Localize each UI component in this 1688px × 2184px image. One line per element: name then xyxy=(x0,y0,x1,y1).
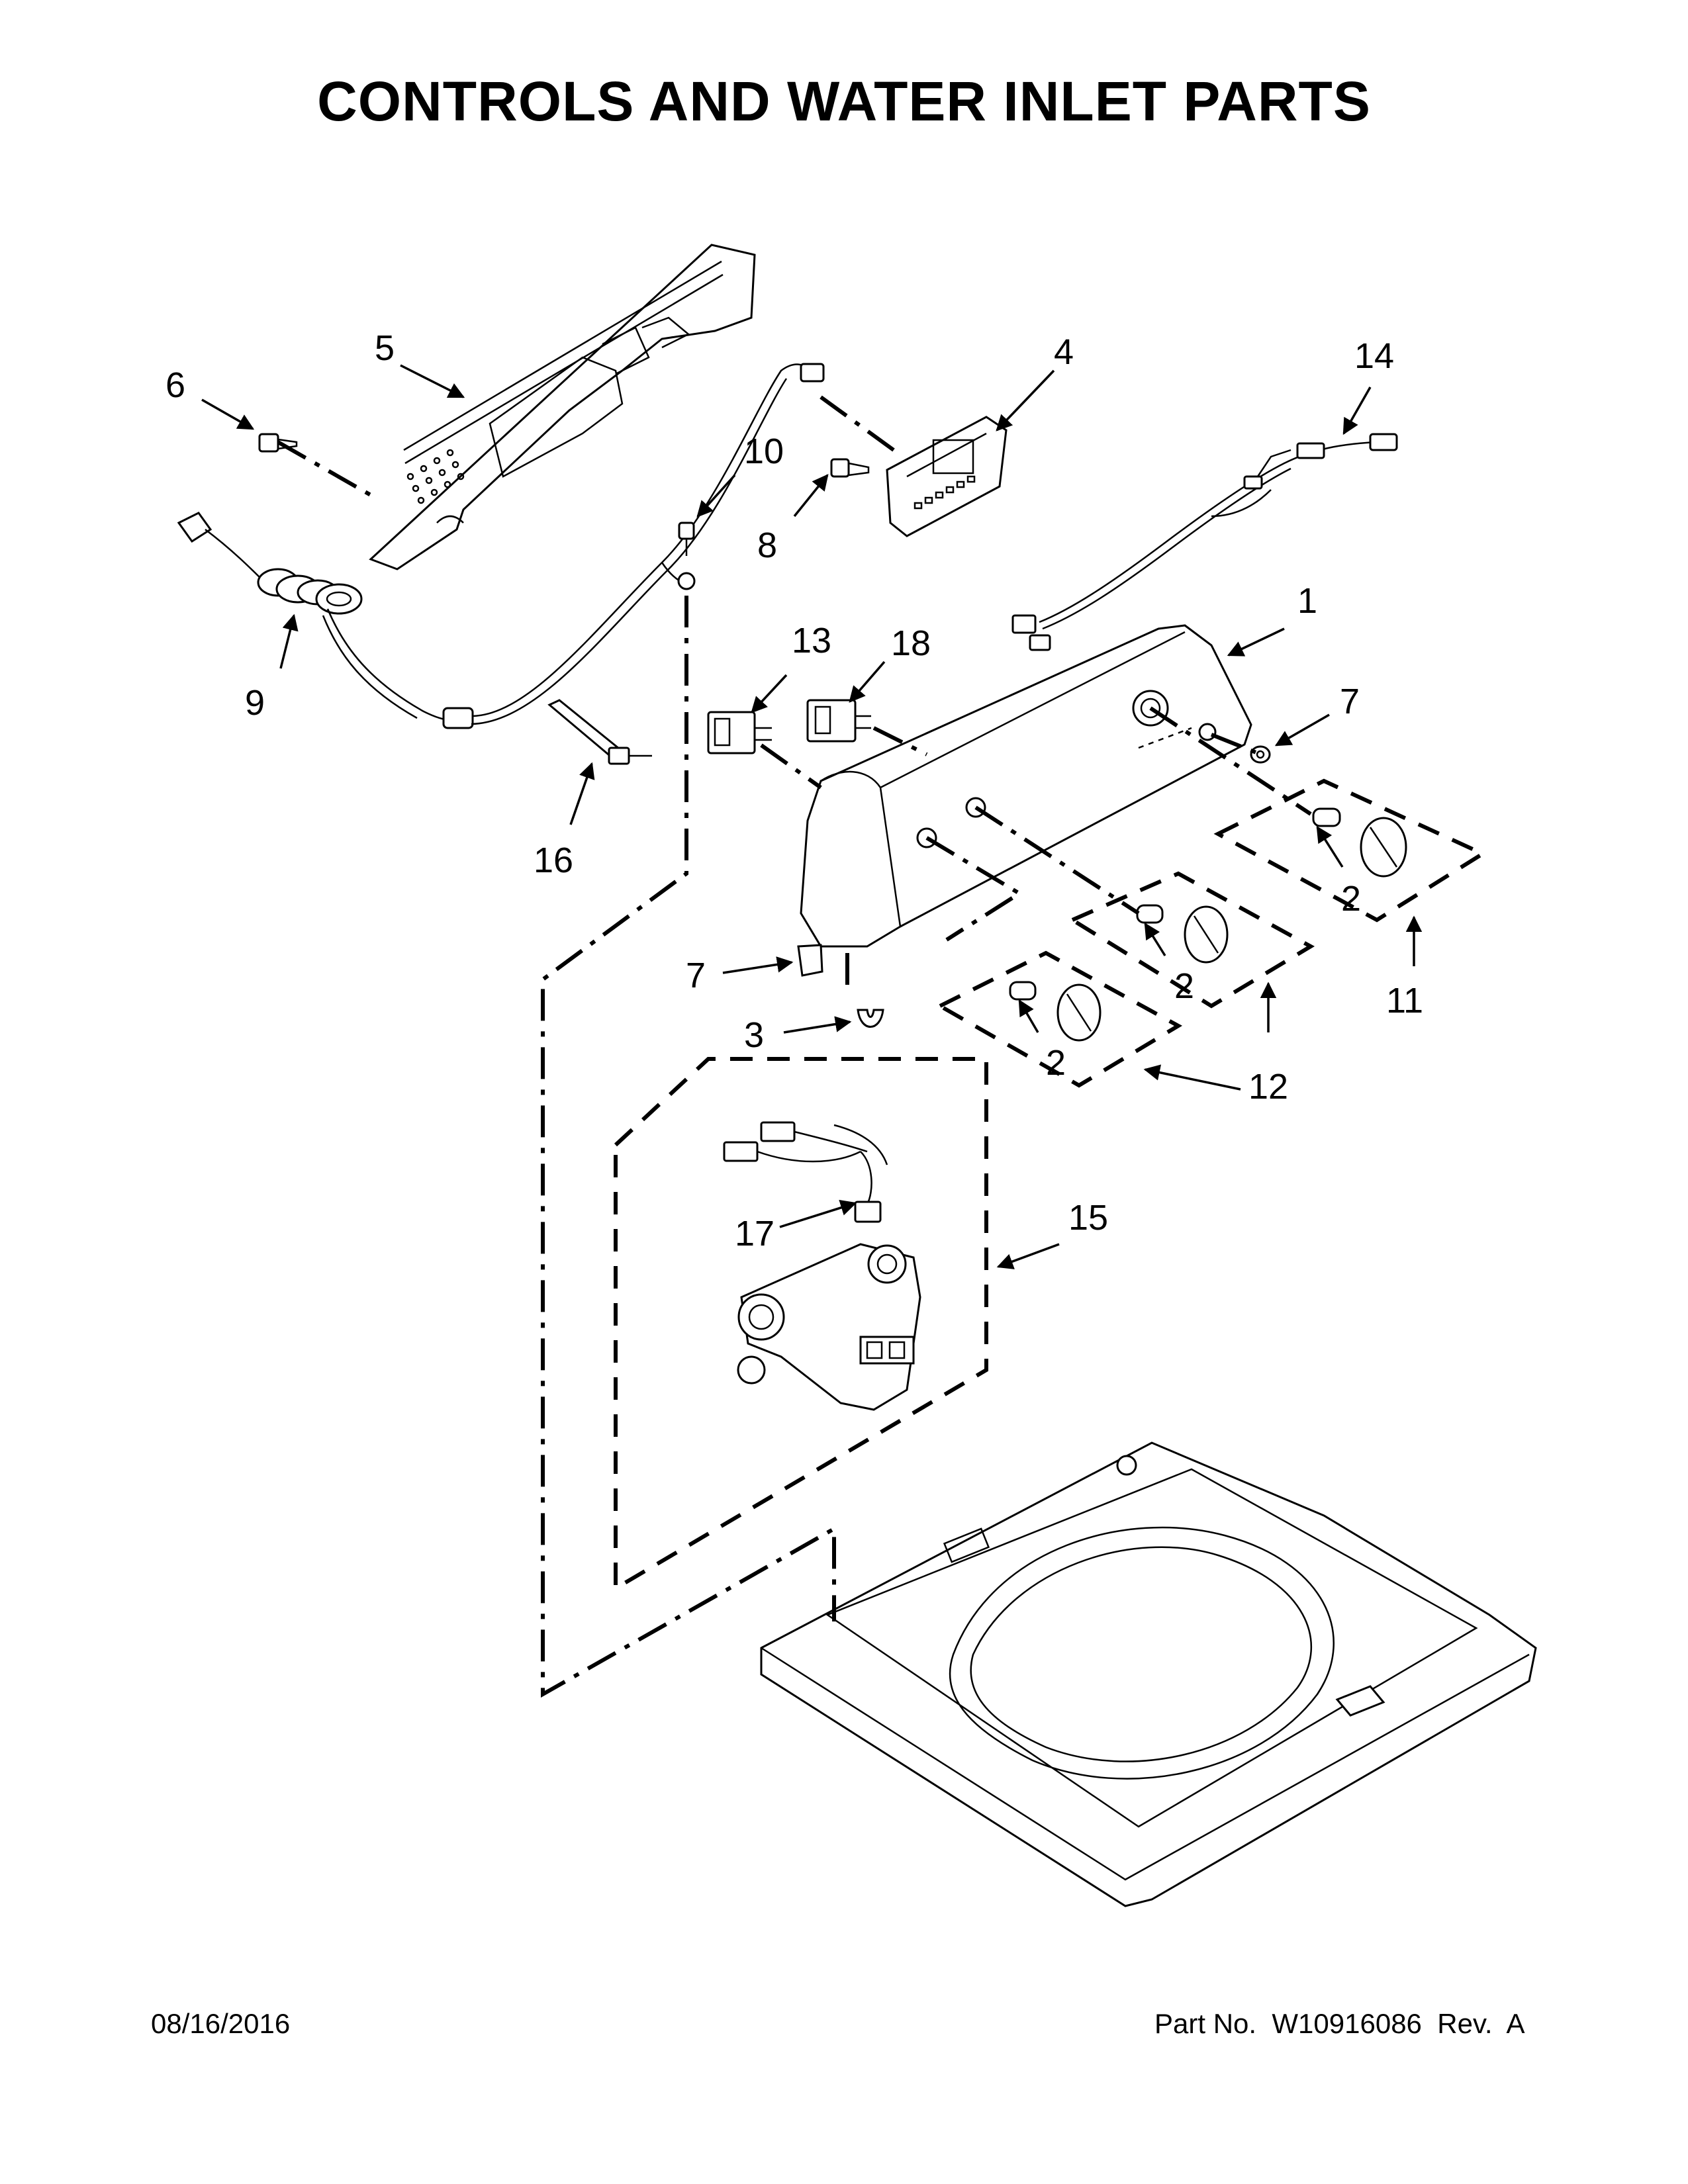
washer-top xyxy=(760,1441,1537,1907)
callout-2-middle: 2 xyxy=(1174,966,1194,1006)
control-board-part-4 xyxy=(886,416,1008,537)
callout-3: 3 xyxy=(744,1015,764,1055)
callout-1: 1 xyxy=(1297,581,1317,621)
rev-value: A xyxy=(1506,2008,1525,2039)
page-title: CONTROLS AND WATER INLET PARTS xyxy=(317,70,1371,132)
switch-part-18 xyxy=(806,699,871,743)
callout-10: 10 xyxy=(744,432,784,471)
callout-5: 5 xyxy=(375,328,395,368)
part-number: W10916086 xyxy=(1272,2008,1422,2039)
callout-6: 6 xyxy=(165,365,185,405)
callout-4: 4 xyxy=(1054,332,1074,372)
part-label: Part No. xyxy=(1154,2008,1257,2039)
leader-arrows xyxy=(201,364,1423,1269)
clip-part-7-upper xyxy=(1250,745,1271,764)
console-part-1 xyxy=(800,624,1252,948)
callout-2-right: 2 xyxy=(1341,879,1361,919)
callout-9: 9 xyxy=(245,683,265,723)
clip-part-7-lower xyxy=(797,944,823,977)
callout-11: 11 xyxy=(1386,981,1423,1021)
callout-14: 14 xyxy=(1354,336,1394,376)
console-rear-panel xyxy=(369,244,756,570)
group-box-11 xyxy=(1213,778,1487,923)
callout-7-lower: 7 xyxy=(686,956,706,995)
power-cord-part-9 xyxy=(177,363,825,729)
clip-part-3 xyxy=(857,1009,884,1028)
ground-screw-part-10 xyxy=(677,522,696,590)
wire-harness-part-14 xyxy=(1011,433,1398,651)
knob-assembly-middle xyxy=(1136,904,1229,964)
assembly-lines xyxy=(277,395,1312,1698)
footer-part-number: Part No. W10916086 Rev. A xyxy=(1154,2008,1525,2040)
callout-labels: 5 6 4 14 10 8 1 7 9 13 18 16 7 3 2 2 2 1… xyxy=(165,328,1423,1253)
callout-7-upper: 7 xyxy=(1340,682,1360,721)
callout-8: 8 xyxy=(757,525,777,565)
switch-part-13 xyxy=(707,711,772,754)
callout-2-left: 2 xyxy=(1046,1043,1066,1083)
group-box-15 xyxy=(614,1057,988,1592)
callout-18: 18 xyxy=(891,623,931,663)
valve-harness-part-17 xyxy=(723,1121,888,1223)
callout-13: 13 xyxy=(792,621,831,660)
water-valve-part-15 xyxy=(737,1243,921,1411)
rev-label: Rev. xyxy=(1437,2008,1493,2039)
group-box-12-lower xyxy=(935,950,1183,1088)
footer-date: 08/16/2016 xyxy=(151,2008,291,2039)
callout-12: 12 xyxy=(1248,1067,1288,1107)
knob-assembly-left xyxy=(1009,981,1102,1042)
screw-part-8 xyxy=(830,458,870,478)
callout-17: 17 xyxy=(735,1214,774,1253)
group-box-12-upper xyxy=(1068,871,1315,1009)
callout-16: 16 xyxy=(534,841,573,880)
cable-tie-part-16 xyxy=(547,699,652,765)
callout-15: 15 xyxy=(1068,1198,1108,1238)
